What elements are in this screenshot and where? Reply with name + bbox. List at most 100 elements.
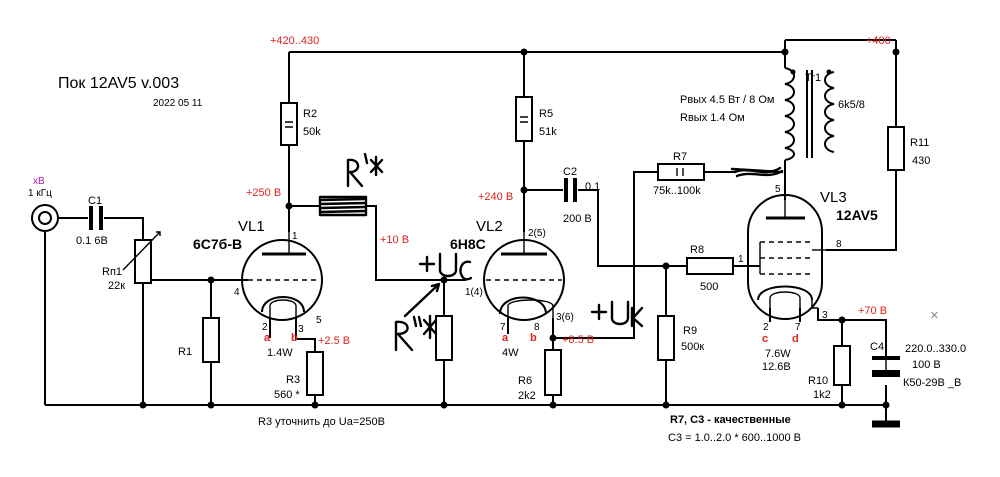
vl1-pin-grid: 4 [234, 287, 240, 298]
r1-name: R1 [178, 346, 192, 358]
note-quality: R7, C3 - качественные [670, 414, 791, 426]
input-jack [31, 204, 59, 232]
r9-value: 500к [681, 341, 704, 353]
r9-name: R9 [683, 325, 697, 337]
vl2-type: 6Н8С [450, 236, 486, 252]
r3-value: 560 * [274, 389, 300, 401]
vl3-pin-d: 7 [795, 322, 801, 333]
vl1-name: VL1 [238, 218, 265, 235]
vl1-pin-a: 2 [262, 322, 268, 333]
r6-value: 2k2 [518, 390, 536, 402]
r7-name: R7 [673, 151, 687, 163]
voltage-8-5: +8.5 В [562, 334, 594, 346]
resistor-r6 [544, 349, 562, 396]
input-freq-label: 1 кГц [28, 188, 52, 199]
capacitor-c2 [564, 178, 577, 202]
c1-value: 0.1 6В [76, 235, 108, 247]
c4-value-c: К50-29В _В [903, 377, 961, 389]
c2-name: C2 [563, 166, 577, 178]
resistor-r10 [833, 345, 851, 386]
voltage-2-5: +2.5 В [318, 335, 350, 347]
r2-value: 50k [303, 126, 321, 138]
tr1-value: 6k5/8 [838, 99, 865, 111]
vl2-heater-b: b [530, 332, 537, 344]
vl3-pin-c: 2 [763, 322, 769, 333]
r2-name: R2 [303, 108, 317, 120]
capacitor-c1 [89, 206, 103, 230]
vl1-pin-anode: 1 [292, 231, 298, 242]
capacitor-c4 [872, 356, 900, 377]
page-title: Пок 12AV5 v.003 [58, 75, 179, 92]
rail-left-label: +420..430 [270, 35, 319, 47]
vl3-power-b: 12.6В [762, 361, 791, 373]
rp1-name: Rп1 [102, 266, 122, 278]
vl2-name: VL2 [476, 218, 503, 235]
resistor-r11 [887, 126, 905, 171]
voltage-240: +240 В [478, 191, 513, 203]
tr1-name: Tr1 [805, 72, 821, 84]
resistor-r5 [515, 96, 533, 142]
vl1-power: 1.4W [267, 347, 293, 359]
c4-value-a: 220.0..330.0 [905, 343, 966, 355]
vl3-pin-cath: 3 [822, 310, 828, 321]
vl2-pin-cath: 3(6) [556, 312, 574, 323]
vl2-pin-a: 7 [500, 322, 506, 333]
wires [44, 39, 900, 428]
c4-name: C4 [870, 341, 884, 353]
resistor-r7 [657, 163, 705, 181]
voltage-10: +10 В [380, 234, 409, 246]
vl2-power: 4W [502, 347, 519, 359]
resistor-r3 [306, 351, 324, 396]
r5-value: 51k [539, 126, 557, 138]
resistor-r-prime [318, 195, 368, 217]
vl3-power-a: 7.6W [765, 348, 791, 360]
resistor-r9 [657, 315, 675, 361]
vl3-type: 12AV5 [836, 207, 878, 223]
voltage-70: +70 В [858, 305, 887, 317]
tube-vl2 [483, 232, 565, 321]
vl1-pin-cath: 3 [298, 324, 304, 335]
tr-pout-note: Рвых 4.5 Вт / 8 Ом [680, 94, 774, 106]
r5-name: R5 [539, 108, 553, 120]
r8-name: R8 [690, 244, 704, 256]
r10-name: R10 [808, 375, 828, 387]
input-label: хВ [33, 176, 45, 187]
resistor-r-dprime [435, 315, 453, 361]
note-c3: C3 = 1.0..2.0 * 600..1000 В [668, 432, 801, 444]
close-mark[interactable]: × [930, 307, 939, 324]
vl1-heater-b: b [291, 332, 298, 344]
vl3-pin-screen: 8 [836, 239, 842, 250]
voltage-250: +250 В [246, 187, 281, 199]
tube-vl1 [241, 232, 323, 321]
r11-name: R11 [910, 137, 929, 149]
r8-value: 500 [700, 281, 718, 293]
date-label: 2022 05 11 [153, 98, 203, 109]
junction-dots [139, 48, 900, 409]
r3-name: R3 [286, 374, 300, 386]
transformer-tr1 [784, 67, 835, 161]
r11-value: 430 [912, 155, 930, 167]
r7-value: 75k..100k [653, 185, 701, 197]
resistor-r1 [202, 317, 220, 363]
c1-name: C1 [88, 195, 102, 207]
c4-value-b: 100 В [912, 359, 941, 371]
handwritten-marks [346, 152, 644, 352]
feedback-scribble [730, 166, 784, 178]
r10-value: 1k2 [813, 389, 831, 401]
vl2-pin-b: 8 [534, 322, 540, 333]
rail-right-label: +400 [866, 35, 891, 47]
vl2-pin-anode: 2(5) [528, 228, 546, 239]
rp1-value: 22к [108, 280, 125, 292]
vl1-pin-b: 5 [316, 315, 322, 326]
vl3-heater-d: d [792, 333, 799, 345]
vl1-type: 6С7б-В [193, 236, 242, 252]
note-r3: R3 уточнить до Ua=250В [258, 416, 385, 428]
resistor-rp1 [122, 231, 161, 284]
resistor-r2 [280, 102, 298, 146]
resistor-r8 [686, 257, 734, 275]
vl3-name: VL3 [820, 189, 847, 206]
tr-rout-note: Rвых 1.4 Ом [680, 112, 745, 124]
vl3-pin-anode: 5 [775, 184, 781, 195]
c2-value-a: 0.1 [585, 181, 600, 193]
